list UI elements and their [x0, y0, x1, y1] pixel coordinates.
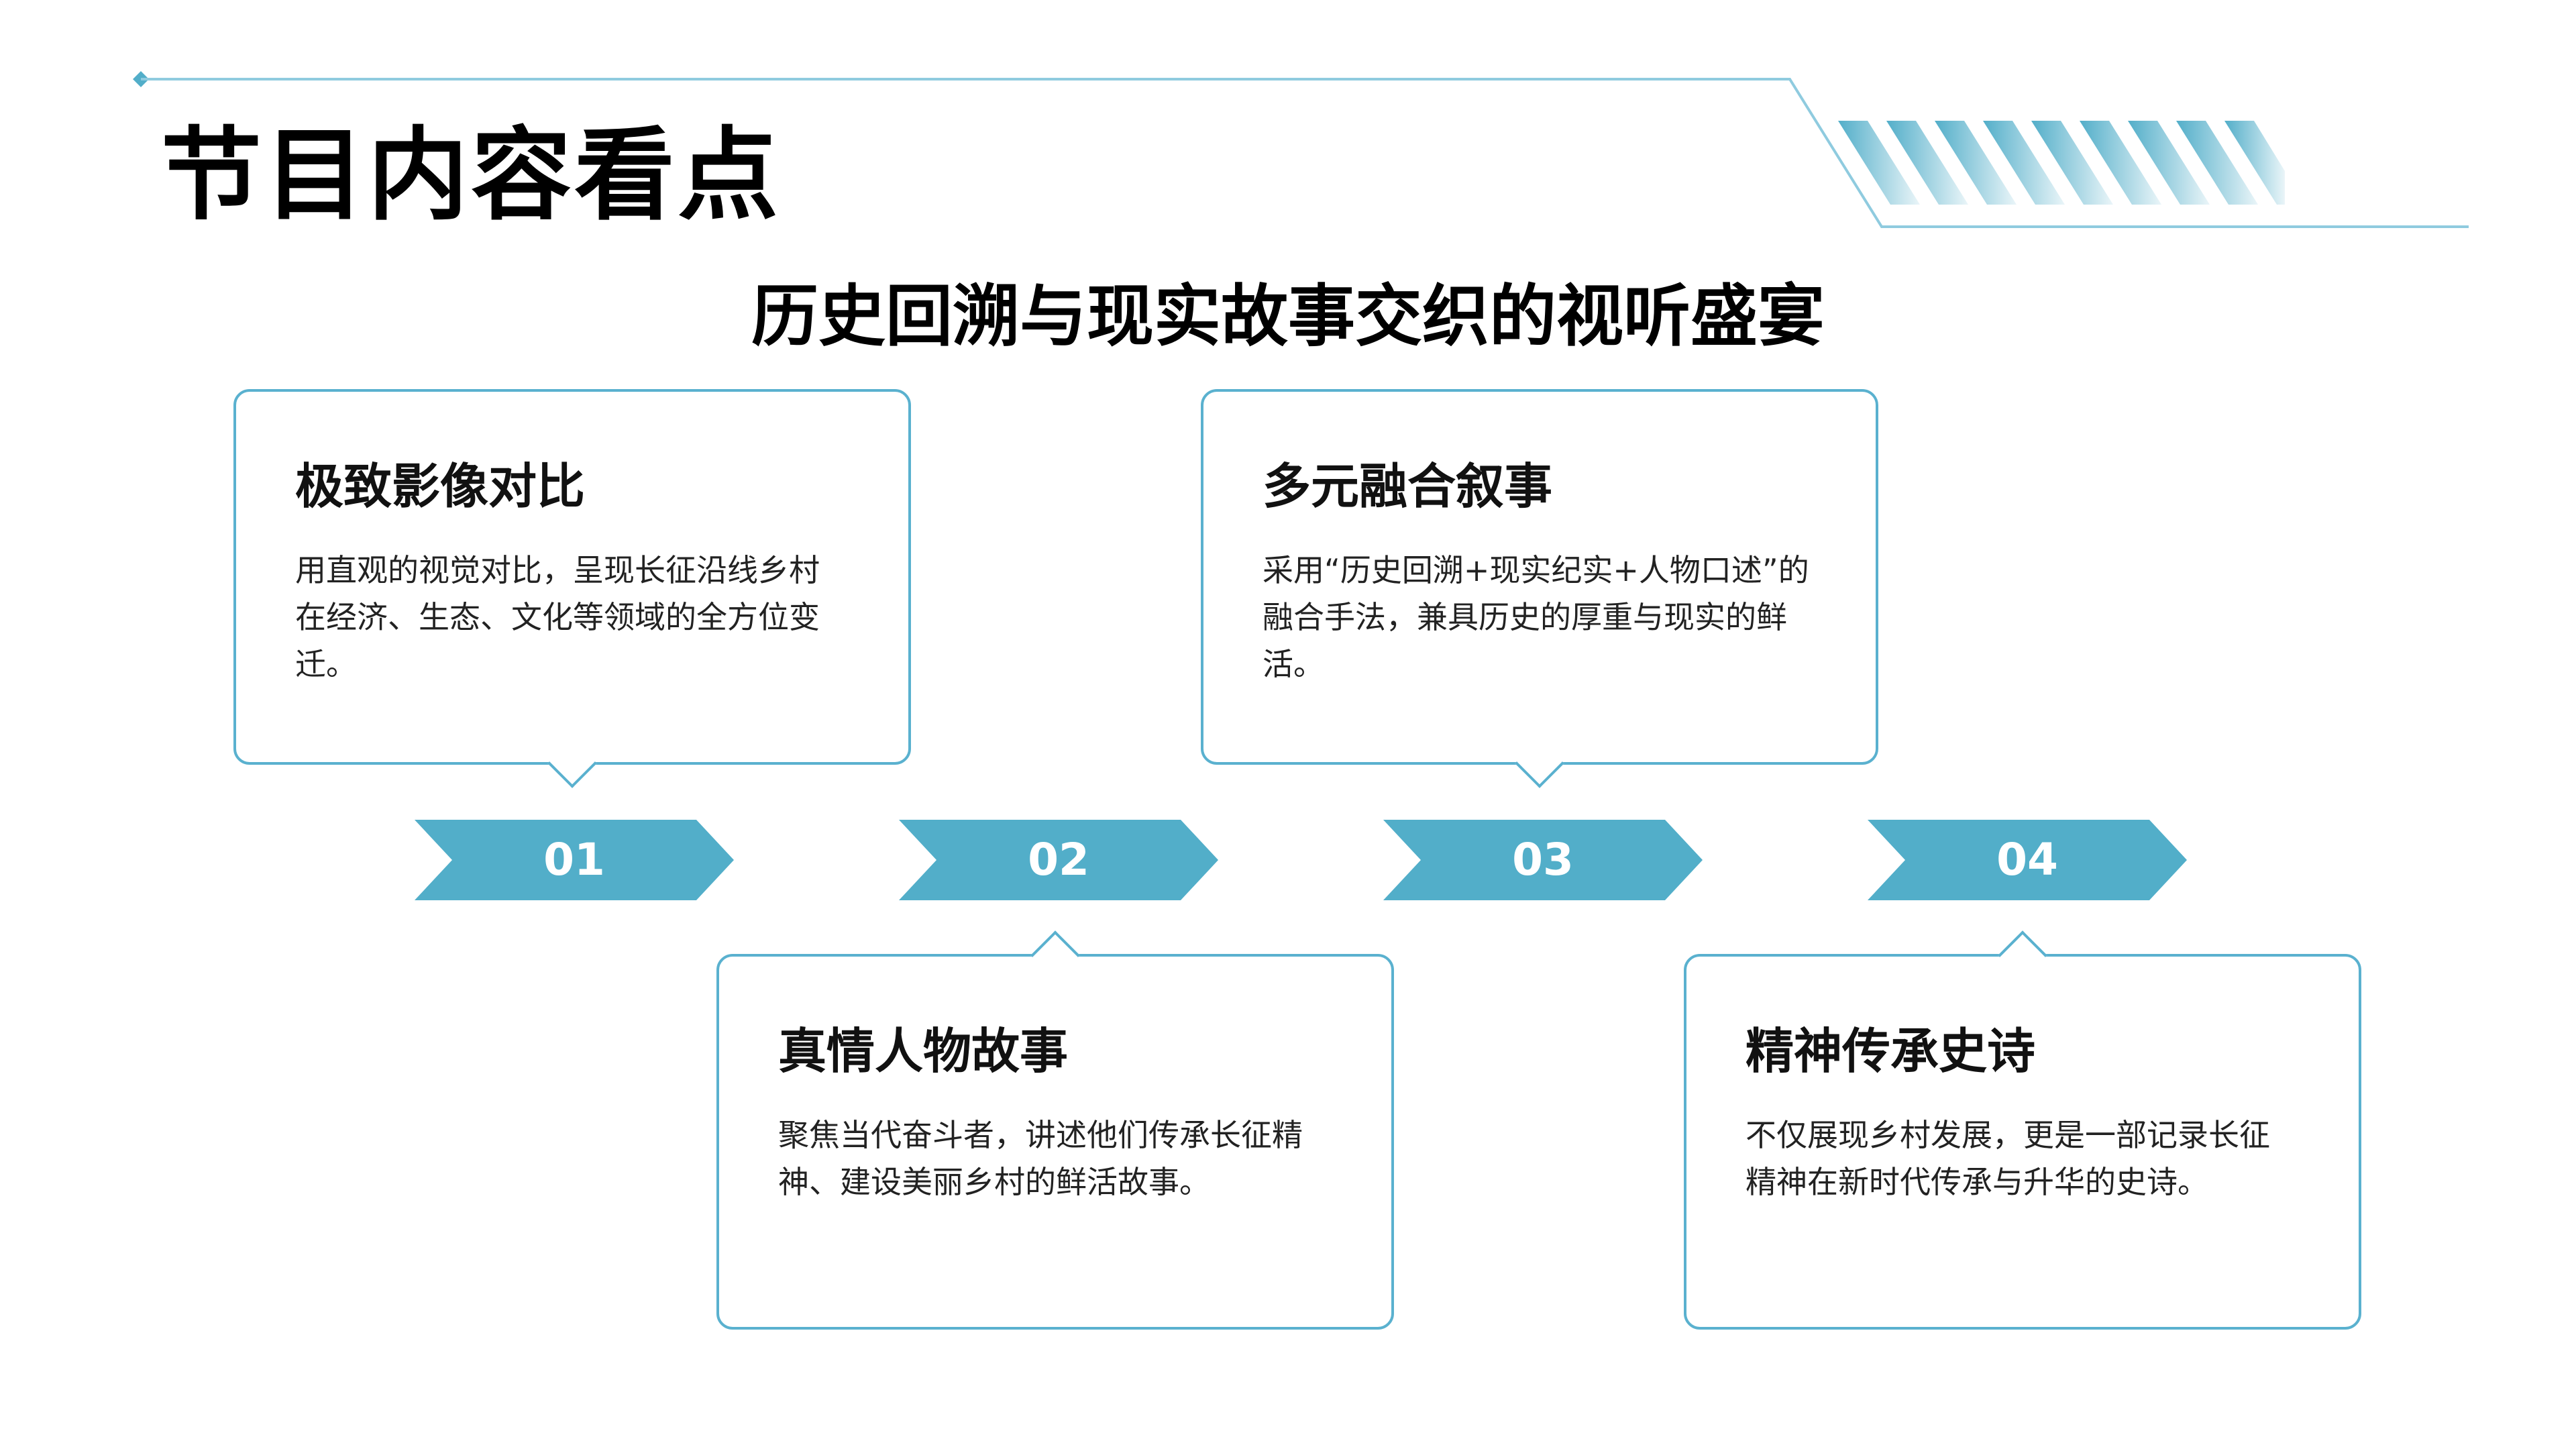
page-title: 节目内容看点: [161, 117, 782, 234]
step-badge-02: 02: [899, 820, 1218, 900]
chevron-arrow-icon: [415, 820, 734, 900]
step-badge-01: 01: [415, 820, 734, 900]
chevron-arrow-icon: [1868, 820, 2187, 900]
card-text: 采用“历史回溯+现实纪实+人物口述”的融合手法，兼具历史的厚重与现实的鲜活。: [1263, 552, 1809, 682]
card-title: 真情人物故事: [778, 1023, 1069, 1079]
card-text: 不仅展现乡村发展，更是一部记录长征精神在新时代传承与升华的史诗。: [1746, 1117, 2270, 1200]
step-badge-03: 03: [1383, 820, 1703, 900]
card-text: 用直观的视觉对比，呈现长征沿线乡村在经济、生态、文化等领域的全方位变迁。: [295, 552, 820, 682]
card-title: 极致影像对比: [295, 458, 586, 515]
header-line: [141, 78, 2469, 228]
step-number: 04: [1996, 834, 2058, 885]
step-number: 01: [543, 834, 605, 885]
card-title: 多元融合叙事: [1263, 458, 1553, 515]
step-badge-04: 04: [1868, 820, 2187, 900]
chevron-arrow-icon: [899, 820, 1218, 900]
card-03: 多元融合叙事 采用“历史回溯+现实纪实+人物口述”的融合手法，兼具历史的厚重与现…: [1201, 389, 1878, 788]
step-number: 02: [1028, 834, 1089, 885]
card-text: 聚焦当代奋斗者，讲述他们传承长征精神、建设美丽乡村的鲜活故事。: [778, 1117, 1303, 1200]
header-stripes: [1838, 121, 2285, 205]
card-02: 真情人物故事 聚焦当代奋斗者，讲述他们传承长征精神、建设美丽乡村的鲜活故事。: [716, 930, 1394, 1330]
step-number: 03: [1512, 834, 1574, 885]
chevron-arrow-icon: [1383, 820, 1703, 900]
subtitle: 历史回溯与现实故事交织的视听盛宴: [751, 277, 1825, 356]
card-01: 极致影像对比 用直观的视觉对比，呈现长征沿线乡村在经济、生态、文化等领域的全方位…: [233, 389, 911, 788]
card-04: 精神传承史诗 不仅展现乡村发展，更是一部记录长征精神在新时代传承与升华的史诗。: [1684, 930, 2361, 1330]
card-title: 精神传承史诗: [1746, 1023, 2036, 1079]
